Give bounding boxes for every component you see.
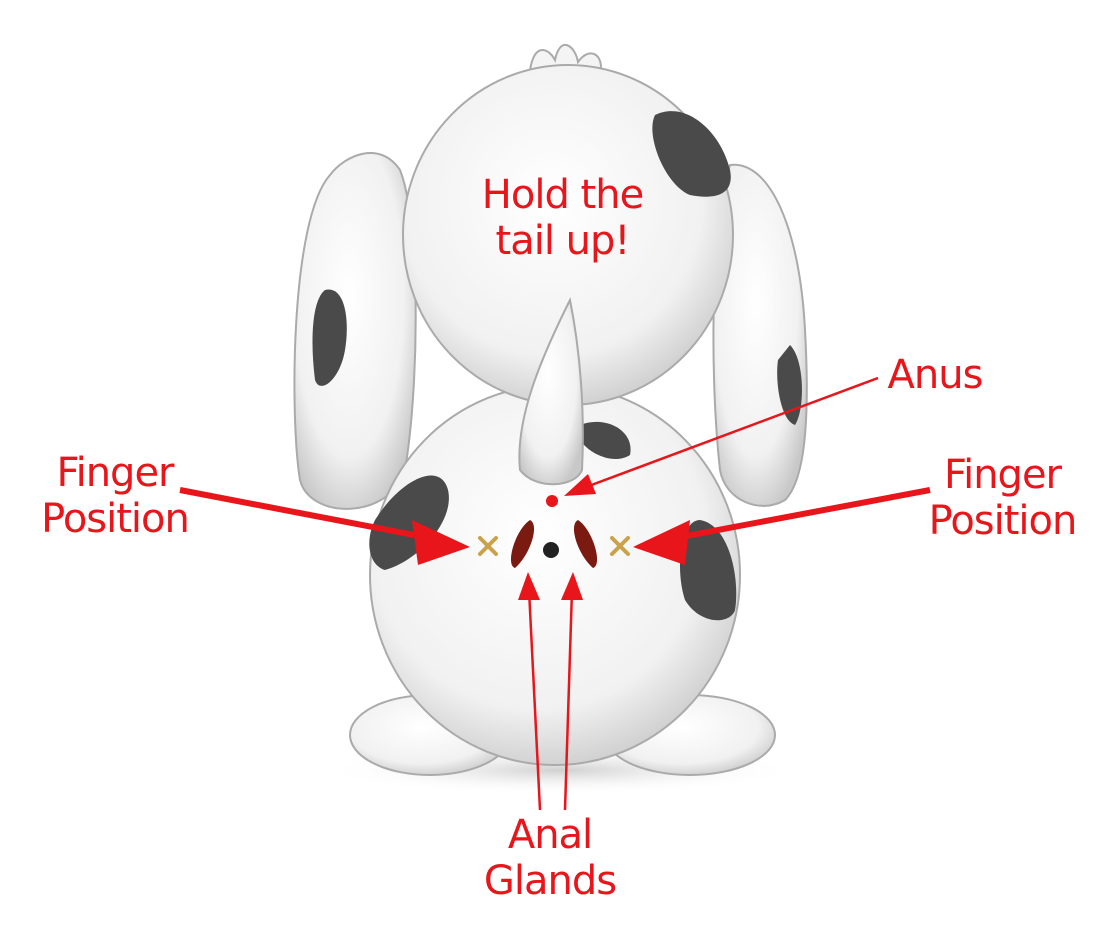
finger-left-line1: Finger: [56, 450, 174, 496]
right-gland-arrow: [563, 589, 574, 811]
right-ear-spot: [777, 345, 802, 425]
hold-tail-line2: tail up!: [495, 218, 631, 264]
glands-line1: Anal: [507, 812, 593, 858]
right-ear: [712, 163, 808, 507]
anus-dot: [546, 495, 558, 507]
anus-label: Anus: [887, 352, 984, 398]
left-gland-arrow: [527, 589, 542, 811]
hold-tail-line1: Hold the: [481, 172, 644, 218]
body-spot-top: [580, 421, 631, 460]
head-spot: [652, 111, 731, 197]
right-finger-arrowhead: [633, 520, 690, 565]
left-finger-arrowhead: [412, 520, 470, 565]
left-finger-arrow: [179, 487, 441, 543]
finger-left-line2: Position: [41, 496, 190, 542]
left-gland: [510, 520, 535, 568]
anal-glands-label: Anal Glands: [465, 812, 635, 904]
finger-right-line1: Finger: [943, 452, 1062, 498]
finger-position-right-label: Finger Position: [905, 452, 1100, 544]
left-gland-arrowhead: [518, 572, 540, 600]
finger-right-line2: Position: [928, 498, 1078, 544]
right-finger-x-icon: [610, 536, 630, 556]
anus-arrowhead: [564, 474, 596, 496]
left-ear-spot: [312, 289, 347, 386]
right-finger-arrow: [664, 487, 931, 543]
body-spot-left: [369, 475, 449, 570]
right-gland: [573, 520, 598, 568]
body-spot-right: [680, 520, 737, 621]
finger-position-left-label: Finger Position: [20, 450, 210, 542]
hold-tail-label: Hold the tail up!: [455, 172, 670, 264]
tail: [518, 296, 584, 486]
left-ear: [293, 152, 417, 510]
left-finger-x-icon: [478, 536, 498, 556]
anus-arrow: [569, 376, 879, 495]
right-gland-arrowhead: [561, 572, 583, 600]
glands-line2: Glands: [483, 858, 617, 904]
center-dot: [543, 542, 559, 558]
